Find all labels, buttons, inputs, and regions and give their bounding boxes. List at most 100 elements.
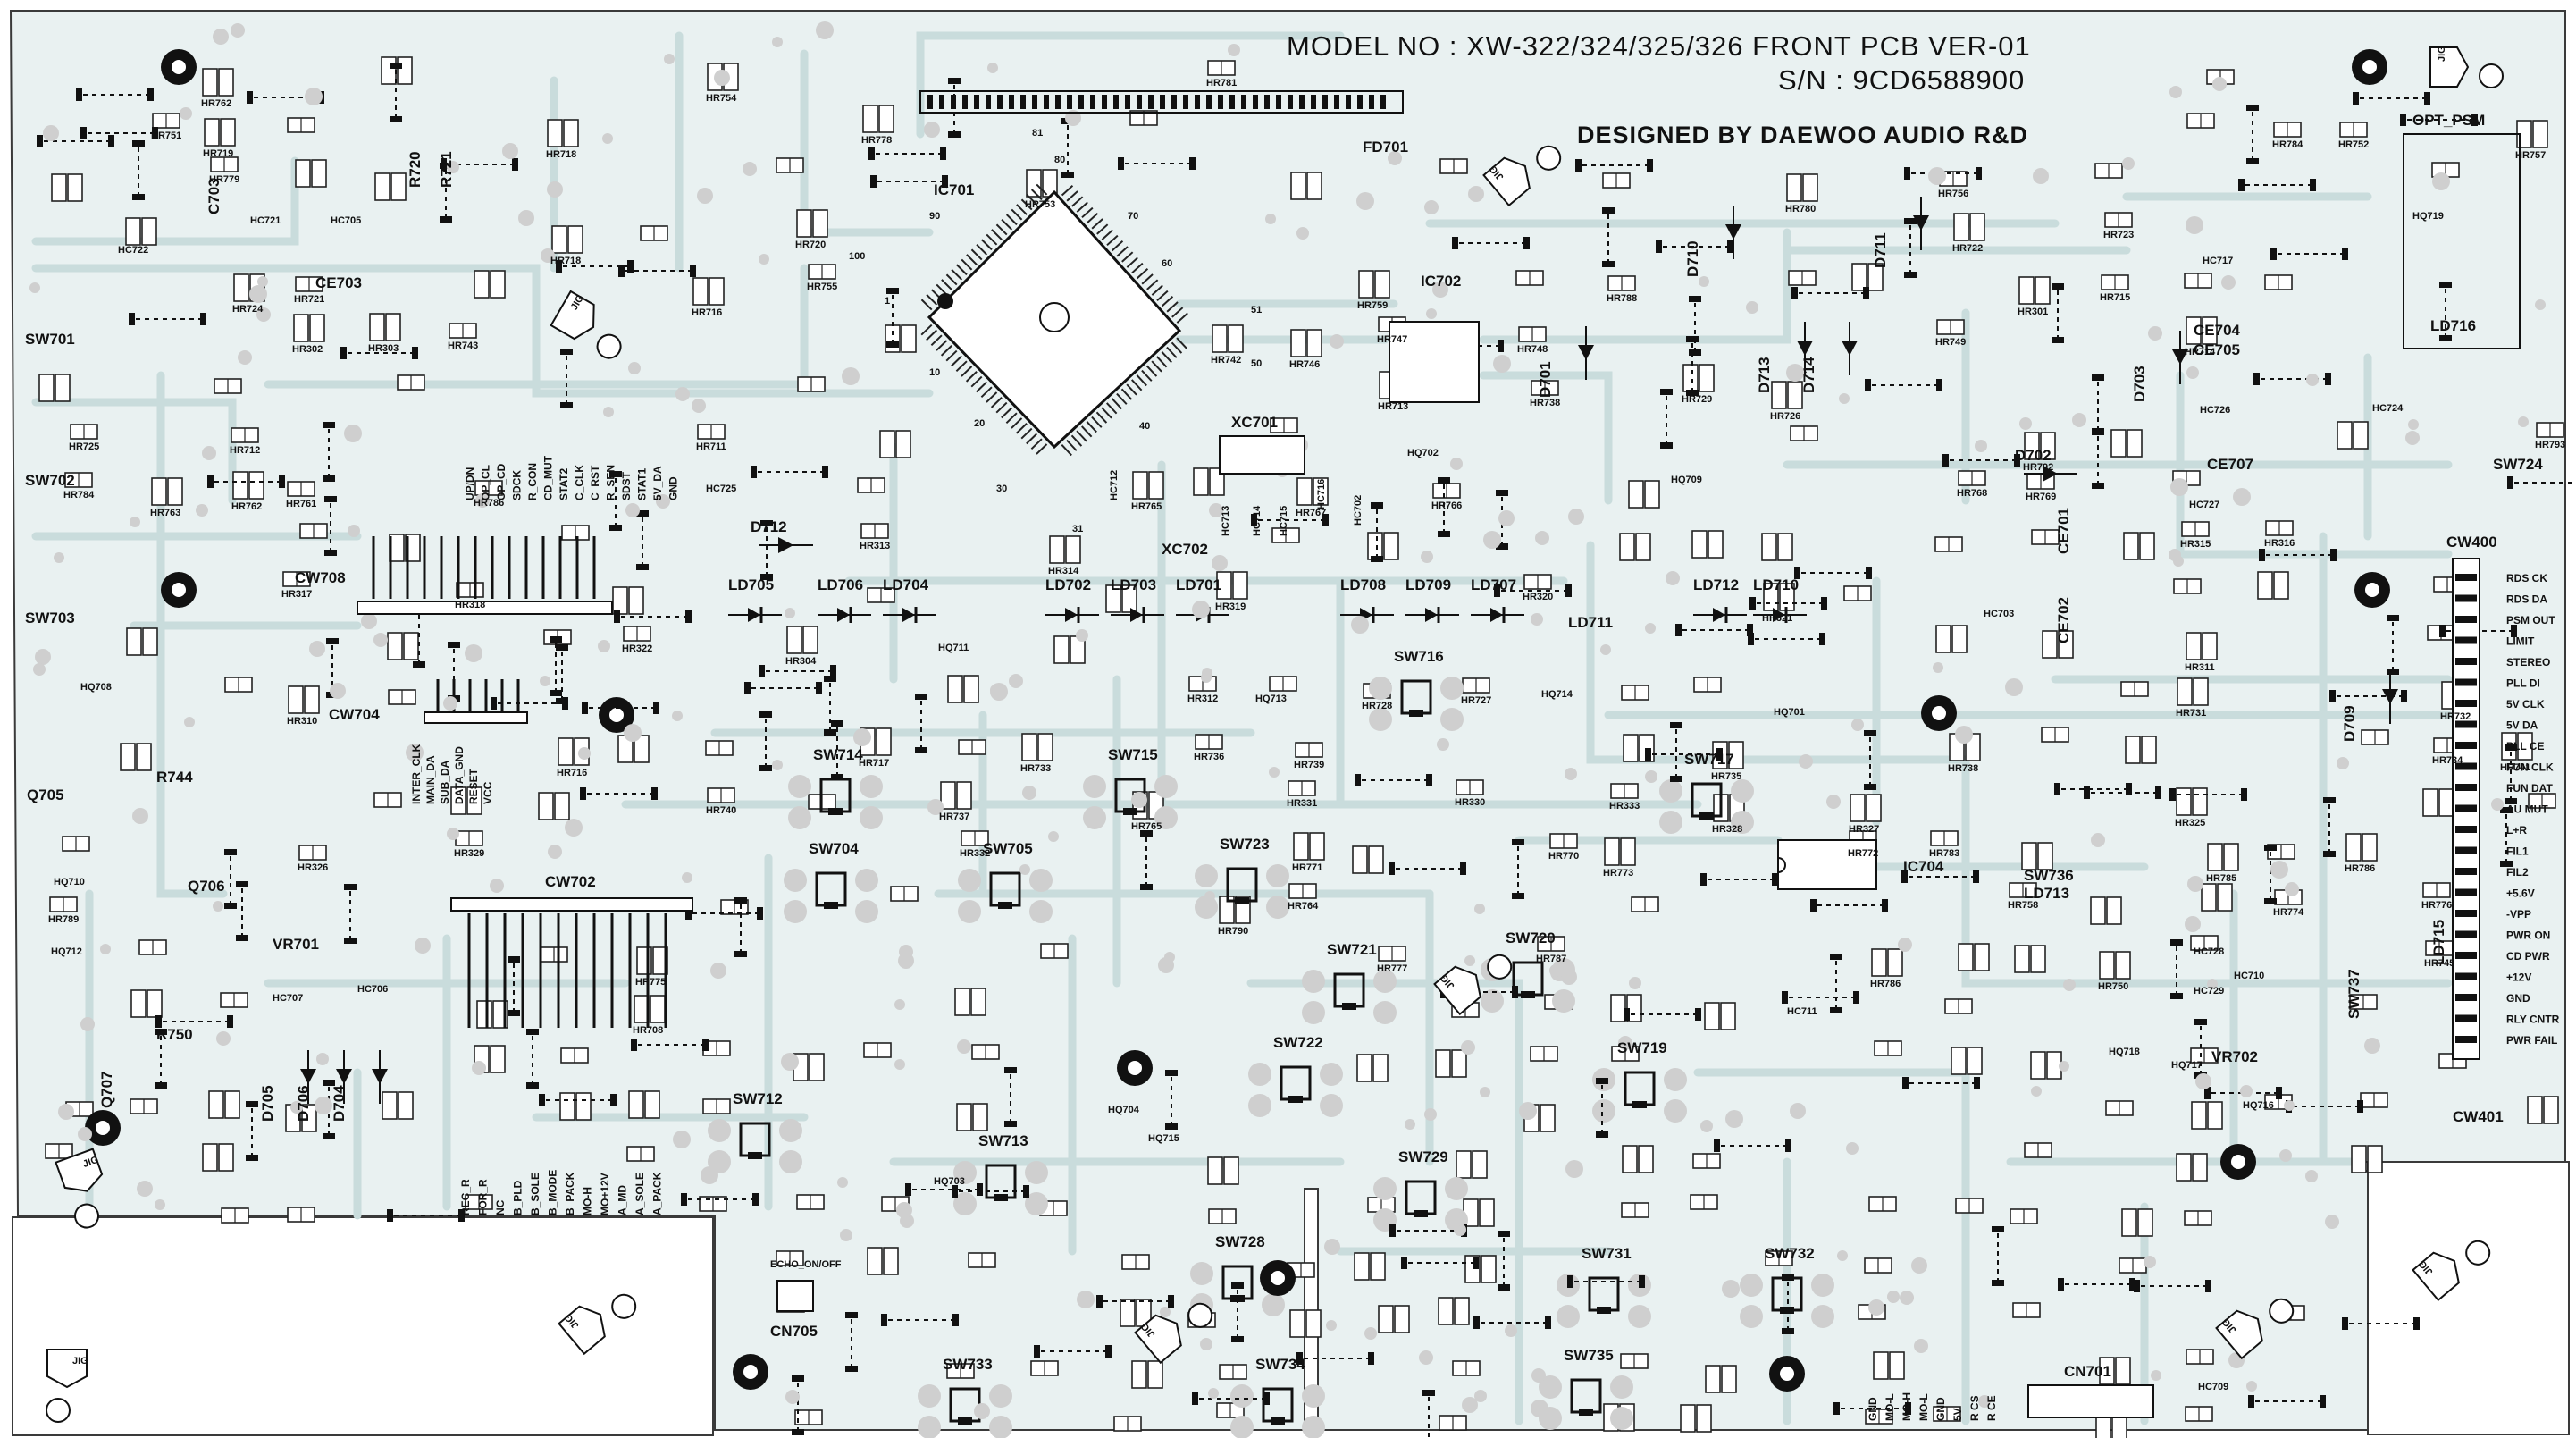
resistor — [1438, 1297, 1470, 1325]
pad — [2054, 783, 2060, 795]
resistor-body — [1610, 994, 1626, 1022]
via — [896, 1202, 912, 1218]
pad — [1545, 1316, 1551, 1329]
cw400-pin — [2455, 700, 2477, 707]
ic701-pin — [926, 329, 938, 341]
resistor-body — [2115, 1357, 2131, 1385]
resistor — [1193, 467, 1225, 496]
cw400-pin — [2455, 720, 2477, 728]
resistor-body — [2207, 1101, 2223, 1130]
jumper — [1700, 873, 1778, 886]
resistor-body — [233, 273, 249, 302]
resistor-body — [405, 534, 421, 562]
via — [1405, 1119, 1415, 1130]
fd701-pin — [1311, 95, 1316, 109]
switch-pad — [1320, 1094, 1343, 1117]
via — [1364, 1327, 1377, 1340]
ic701-pin — [1131, 262, 1144, 274]
diode — [300, 1050, 316, 1104]
resistor-label: HR303 — [368, 343, 399, 354]
pad — [76, 88, 82, 101]
pad — [2471, 114, 2478, 126]
jumper — [2500, 807, 2513, 867]
ic701-pin — [945, 349, 958, 362]
cw400-pin — [2455, 952, 2477, 959]
resistor — [1040, 943, 1069, 959]
transistor-label: HQ714 — [1541, 689, 1573, 700]
pad — [1422, 1390, 1435, 1396]
switch-pad — [1731, 779, 1754, 803]
switch-pad — [1659, 811, 1682, 834]
ic701-pin — [995, 223, 1008, 236]
pad — [1689, 349, 1701, 356]
via — [840, 1229, 852, 1241]
resistor — [120, 743, 152, 771]
switch-leg — [1123, 808, 1137, 815]
ic701-pin — [1106, 234, 1119, 247]
tact-switch — [788, 775, 883, 829]
resistor — [551, 225, 583, 254]
switch-pad — [1811, 1305, 1834, 1328]
via — [54, 552, 64, 563]
via — [1561, 969, 1577, 985]
designer-text: DESIGNED BY DAEWOO AUDIO R&D — [1577, 122, 2028, 148]
pad — [155, 1015, 162, 1028]
switch-pad — [1610, 1407, 1633, 1430]
via — [987, 63, 998, 73]
resistor-body — [220, 118, 236, 147]
resistor — [1208, 1208, 1237, 1224]
via — [180, 107, 192, 120]
cn701-pin-label: MO-L — [1884, 1393, 1896, 1421]
ic701-pin — [1176, 312, 1188, 324]
via — [548, 845, 562, 859]
jumper — [1452, 237, 1530, 249]
resistor — [692, 277, 725, 306]
pad — [1168, 1295, 1174, 1308]
pad — [2084, 786, 2090, 799]
pad — [1782, 991, 1788, 1004]
resistor-body — [1540, 1104, 1556, 1132]
resistor — [231, 427, 259, 443]
pad — [1251, 514, 1257, 526]
resistor — [2120, 681, 2149, 697]
ic701-chip: IC701 80 70 60 90 100 1 10 20 30 31 40 5… — [849, 128, 1262, 534]
via — [2186, 216, 2203, 234]
switch-label: SW702 — [25, 472, 75, 489]
resistor-body — [551, 225, 567, 254]
hole-center — [96, 1121, 110, 1135]
via — [1454, 1224, 1466, 1236]
mounting-hole — [85, 1110, 121, 1146]
resistor-body — [972, 1103, 988, 1131]
pad — [651, 787, 658, 800]
ic701-pin — [1076, 430, 1087, 442]
q707-label: Q707 — [98, 1071, 115, 1108]
resistor-label: HR762 — [201, 98, 231, 109]
switch-label: SW732 — [1765, 1245, 1815, 1262]
resistor — [465, 1194, 493, 1210]
cn705-label: CN705 — [770, 1323, 818, 1340]
switch-leg — [1579, 1409, 1593, 1416]
via — [781, 1053, 799, 1071]
capacitor-label: HC726 — [2200, 405, 2230, 416]
jumper — [1575, 159, 1653, 172]
resistor — [221, 1207, 249, 1224]
fd701-pin — [1171, 95, 1177, 109]
cw400-pin-label: PWR FAIL — [2506, 1034, 2557, 1047]
r750-label: R750 — [156, 1026, 193, 1043]
ic701-pin — [1036, 183, 1048, 196]
switch-leg — [1414, 1210, 1428, 1217]
via — [1077, 1291, 1095, 1308]
ic701-pin — [1105, 402, 1118, 415]
jumper — [1140, 830, 1153, 890]
pad — [831, 720, 843, 727]
fd701-pin — [1218, 95, 1223, 109]
jumper — [1231, 1282, 1244, 1342]
fd701-pin — [1055, 95, 1061, 109]
jig-arrow — [2215, 1309, 2263, 1360]
ic701-pin — [1080, 425, 1093, 438]
pad — [1105, 1345, 1112, 1358]
resistor-body — [812, 209, 828, 238]
ic701-pin — [955, 360, 968, 373]
via — [1898, 938, 1912, 952]
